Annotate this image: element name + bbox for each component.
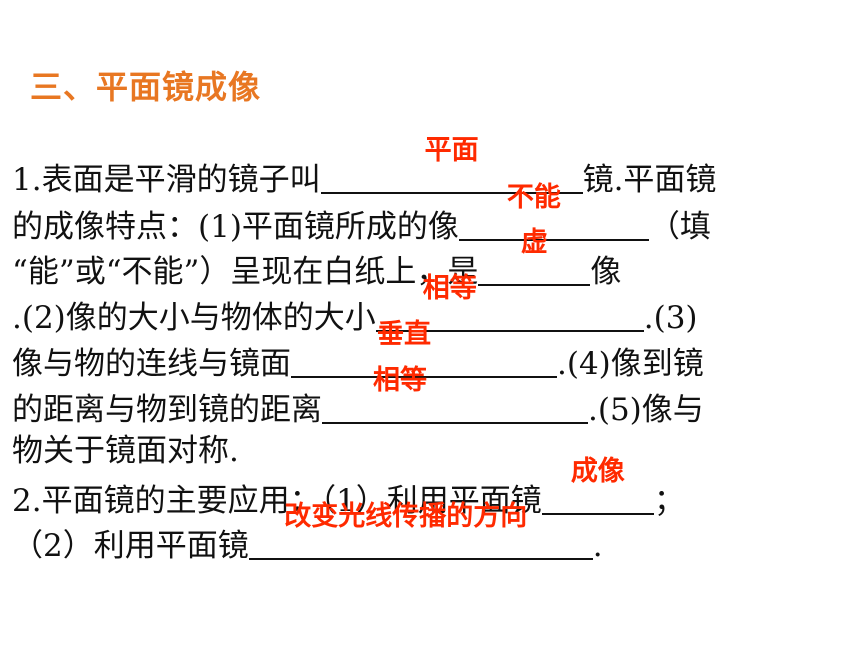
text-segment: .(5)像与 [588,392,704,428]
text-line-5: 像与物的连线与镜面 垂直 .(4)像到镜 [12,320,704,383]
text-line-9: （2）利用平面镜 改变光线传播的方向. [12,502,603,565]
text-segment: 的成像特点：(1)平面镜所成的像 [12,209,459,245]
answer-text: 垂直 [377,319,431,350]
answer-blank-1: 平面 [320,136,583,194]
text-segment: ； [653,483,685,519]
answer-text: 不能 [506,182,561,213]
answer-text: 平面 [424,135,479,166]
text-line-6: 的距离与物到镜的距离 相等 .(5)像与 [12,366,704,429]
text-segment: 镜.平面镜 [582,162,717,198]
slide-title: 三、平面镜成像 [30,68,262,106]
answer-blank-2: 不能 [458,183,649,241]
answer-blank-4: 相等 [375,274,644,332]
answer-text: 相等 [373,365,427,396]
text-line-1: 1.表面是平滑的镜子叫 平面镜.平面镜 [12,136,717,199]
answer-text: 相等 [422,273,477,304]
text-line-4: .(2)像的大小与物体的大小 相等 .(3) [12,274,698,337]
answer-text: 虚 [520,227,548,258]
answer-blank-5: 垂直 [291,320,557,378]
text-segment: “能”或“不能”）呈现在白纸上，是 [12,254,479,290]
text-segment: 1.表面是平滑的镜子叫 [12,162,321,198]
answer-text: 成像 [570,456,625,487]
text-line-7: 物关于镜面对称. [12,429,239,473]
text-segment: . [592,528,603,564]
text-segment: 2.平面镜的主要应用：（1）利用平面镜 [12,483,542,519]
answer-blank-6: 相等 [322,366,588,424]
answer-blank-8: 改变光线传播的方向 [248,502,593,560]
text-segment: （填 [648,209,711,245]
text-segment: .(2)像的大小与物体的大小 [12,300,376,336]
text-segment: 像与物的连线与镜面 [12,346,291,382]
text-segment: （2）利用平面镜 [12,528,249,564]
text-segment: .(4)像到镜 [557,346,704,382]
text-segment: .(3) [643,300,698,336]
text-segment: 的距离与物到镜的距离 [12,392,322,428]
text-segment: 像 [590,254,622,290]
text-line-3: “能”或“不能”）呈现在白纸上，是 虚像 [12,228,622,291]
text-segment: 物关于镜面对称. [12,433,239,469]
answer-blank-7: 成像 [541,457,654,515]
answer-blank-3: 虚 [478,228,591,286]
text-line-8: 2.平面镜的主要应用：（1）利用平面镜成像 ； [12,457,685,520]
text-line-2: 的成像特点：(1)平面镜所成的像 不能 （填 [12,183,711,246]
answer-text: 改变光线传播的方向 [284,501,528,532]
